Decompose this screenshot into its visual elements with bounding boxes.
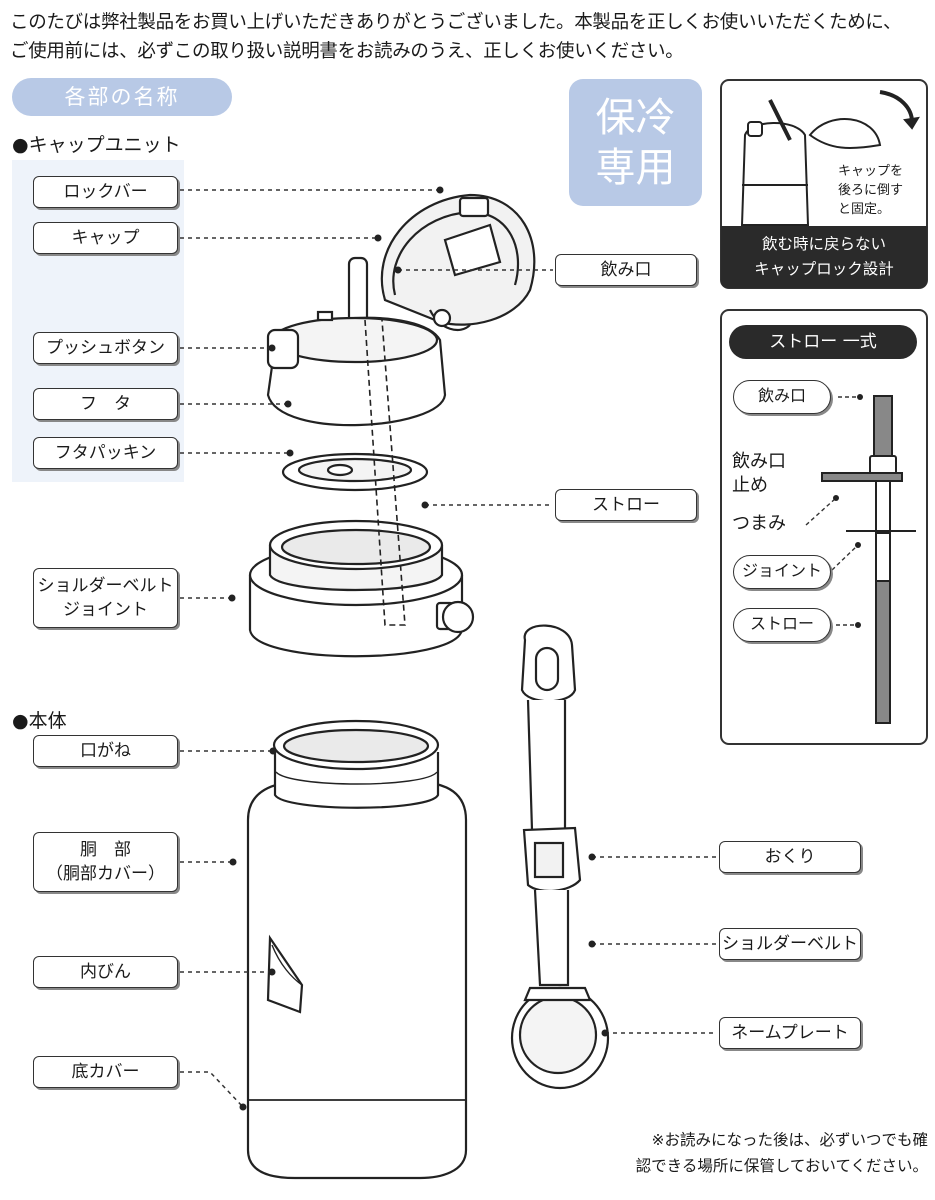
shoulder-belt-drawing [510,624,610,1090]
footnote: ※お読みになった後は、必ずいつでも確 認できる場所に保管しておいてください。 [635,1131,928,1175]
label-inner-bottle: 内びん [33,956,178,988]
shoulder-joint-drawing [248,519,475,658]
label-panel [12,160,184,482]
lid-drawing [266,310,447,427]
badge-line-1: 保冷 [595,94,676,141]
label-bottom-cover: 底カバー [33,1056,178,1088]
cap-lock-banner-line-2: キャップロック設計 [754,260,894,278]
intro-line-2: ご使用前には、必ずこの取り扱い説明書をお読みのうえ、正しくお使いください。 [10,41,684,62]
label-shoulder-belt: ショルダーベルト [719,928,861,960]
straw-set-stopper: 飲み口 止め [732,451,786,496]
label-torso: 胴 部 （胴部カバー） [33,832,178,892]
body-heading: ●本体 [12,710,67,732]
straw-set-title: ストロー 一式 [729,325,917,359]
intro-line-1: このたびは弊社製品をお買い上げいただきありがとうございました。本製品を正しくお使… [10,12,902,33]
section-title: 各部の名称 [12,78,232,116]
label-neck: 口がね [33,735,178,767]
label-push-button: プッシュボタン [33,332,178,364]
cap-unit-heading: ●キャップユニット [12,134,181,156]
straw-set-joint: ジョイント [733,555,831,589]
straw-set-knob: つまみ [732,513,786,534]
label-lid-packing: フタパッキン [33,437,178,469]
straw-set-mouthpiece: 飲み口 [733,380,831,414]
label-lock-bar: ロックバー [33,176,178,208]
bottle-drawing [246,719,468,1180]
label-mouthpiece: 飲み口 [555,254,697,286]
cap-lock-banner-line-1: 飲む時に戻らない [761,235,886,253]
badge-line-2: 専用 [595,144,676,191]
label-shoulder-joint: ショルダーベルト ジョイント [33,568,178,628]
cap-drawing [380,193,536,332]
straw-set-straw: ストロー [733,608,831,642]
label-name-plate: ネームプレート [719,1017,861,1049]
label-okuri: おくり [719,841,861,873]
intro-text: このたびは弊社製品をお買い上げいただきありがとうございました。本製品を正しくお使… [10,8,930,66]
label-straw: ストロー [555,489,697,521]
lid-packing-drawing [281,452,429,492]
cap-lock-banner: 飲む時に戻らない キャップロック設計 [721,226,927,288]
cold-only-badge: 保冷 専用 [569,79,702,206]
label-cap: キャップ [33,222,178,254]
label-lid: フ タ [33,388,178,420]
cap-lock-note: キャップを 後ろに倒す と固定。 [838,164,904,217]
